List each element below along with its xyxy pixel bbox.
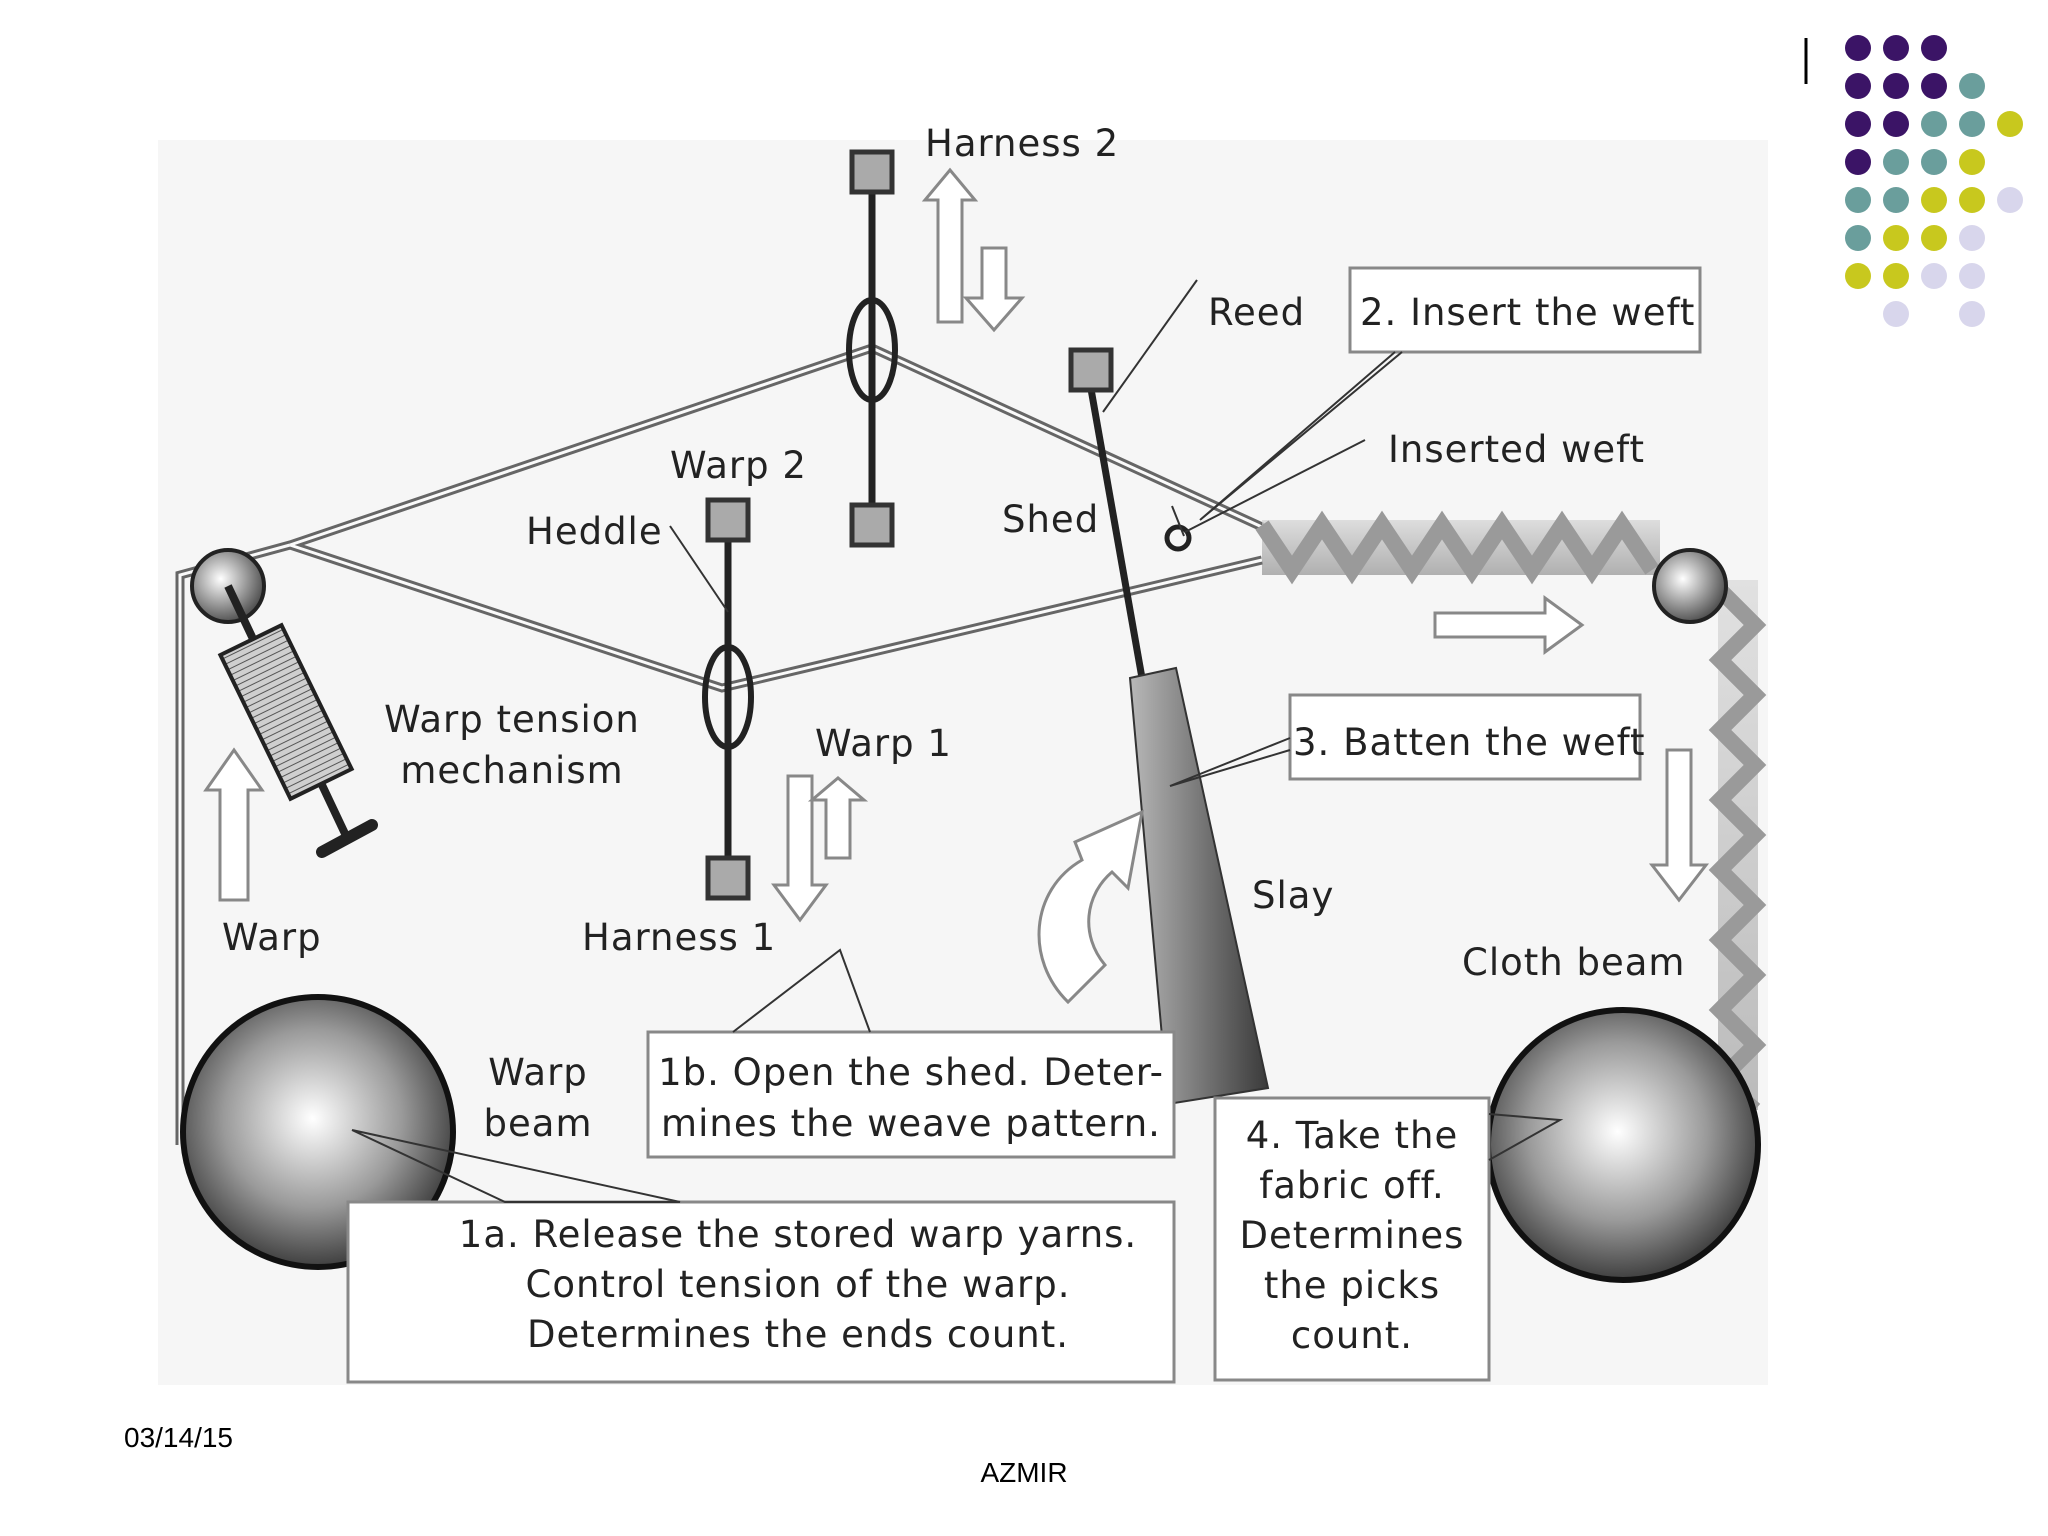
decorative-dot bbox=[1845, 73, 1871, 99]
label-warp-1: Warp 1 bbox=[815, 722, 952, 765]
decorative-dot bbox=[1845, 263, 1871, 289]
decorative-dot bbox=[1845, 35, 1871, 61]
decorative-dot bbox=[1921, 263, 1947, 289]
label-take-off-3: Determines bbox=[1240, 1214, 1465, 1257]
arrow-up-icon bbox=[203, 747, 265, 902]
label-harness-1: Harness 1 bbox=[582, 916, 776, 959]
decorative-dot bbox=[1883, 225, 1909, 251]
decorative-dot-grid bbox=[1845, 35, 2023, 327]
decorative-dot bbox=[1845, 111, 1871, 137]
decorative-dot bbox=[1959, 187, 1985, 213]
arrow-up-icon bbox=[807, 776, 869, 860]
label-release-1: 1a. Release the stored warp yarns. bbox=[459, 1213, 1137, 1256]
harness-2 bbox=[846, 149, 898, 548]
label-warp-beam-2: beam bbox=[484, 1102, 593, 1145]
label-harness-2: Harness 2 bbox=[925, 122, 1119, 165]
rotation-arrow-icon bbox=[1037, 809, 1144, 1005]
slide-author: AZMIR bbox=[980, 1457, 1068, 1488]
label-open-shed-2: mines the weave pattern. bbox=[661, 1102, 1161, 1145]
label-take-off-4: the picks bbox=[1264, 1264, 1440, 1307]
slide-date: 03/14/15 bbox=[124, 1422, 233, 1453]
label-insert-weft: 2. Insert the weft bbox=[1360, 291, 1695, 334]
arrow-right-icon bbox=[1433, 595, 1585, 655]
decorative-dot bbox=[1883, 263, 1909, 289]
decorative-dot bbox=[1921, 73, 1947, 99]
motion-arrows bbox=[203, 167, 1710, 1005]
decorative-dot bbox=[1845, 225, 1871, 251]
label-take-off-5: count. bbox=[1291, 1314, 1413, 1357]
label-inserted-weft: Inserted weft bbox=[1388, 428, 1645, 471]
decorative-dot bbox=[1997, 187, 2023, 213]
label-reed: Reed bbox=[1208, 291, 1305, 334]
decorative-dot bbox=[1883, 35, 1909, 61]
decorative-dot bbox=[1921, 149, 1947, 175]
label-release-2: Control tension of the warp. bbox=[526, 1263, 1071, 1306]
label-cloth-beam: Cloth beam bbox=[1462, 941, 1685, 984]
label-batten-weft: 3. Batten the weft bbox=[1293, 721, 1646, 764]
decorative-dot bbox=[1959, 73, 1985, 99]
decorative-dot bbox=[1997, 111, 2023, 137]
decorative-dot bbox=[1921, 187, 1947, 213]
arrow-down-icon bbox=[1648, 748, 1710, 903]
decorative-dot bbox=[1883, 301, 1909, 327]
decorative-dot bbox=[1845, 187, 1871, 213]
label-open-shed-1: 1b. Open the shed. Deter- bbox=[658, 1051, 1164, 1094]
decorative-dot bbox=[1959, 263, 1985, 289]
arrow-down-icon bbox=[962, 246, 1026, 333]
decorative-dot bbox=[1921, 35, 1947, 61]
label-slay: Slay bbox=[1252, 874, 1334, 917]
label-release-3: Determines the ends count. bbox=[527, 1313, 1069, 1356]
harness-1 bbox=[702, 497, 754, 901]
decorative-dot bbox=[1959, 111, 1985, 137]
label-take-off-1: 4. Take the bbox=[1246, 1114, 1459, 1157]
label-heddle: Heddle bbox=[526, 510, 663, 553]
decorative-dot bbox=[1959, 301, 1985, 327]
decorative-dot bbox=[1959, 225, 1985, 251]
cloth-beam bbox=[1485, 1007, 1761, 1283]
label-warp-tension-mechanism: mechanism bbox=[400, 749, 623, 792]
warp-tension-spring bbox=[217, 584, 378, 858]
leader-lines bbox=[351, 279, 1564, 1203]
label-warp: Warp bbox=[222, 916, 322, 959]
decorative-dot bbox=[1921, 111, 1947, 137]
woven-fabric bbox=[1255, 510, 1767, 1117]
label-warp-tension: Warp tension bbox=[384, 698, 640, 741]
decorative-dot bbox=[1883, 149, 1909, 175]
decorative-dot bbox=[1845, 149, 1871, 175]
decorative-dot bbox=[1883, 187, 1909, 213]
arrow-up-icon bbox=[921, 167, 979, 324]
decorative-dot bbox=[1883, 73, 1909, 99]
label-take-off-2: fabric off. bbox=[1259, 1164, 1445, 1207]
cloth-roller bbox=[1652, 548, 1728, 624]
label-warp-beam-1: Warp bbox=[488, 1051, 588, 1094]
callout-boxes bbox=[346, 266, 1702, 1384]
label-warp-2: Warp 2 bbox=[670, 444, 807, 487]
decorative-dot bbox=[1921, 225, 1947, 251]
reed-slay bbox=[1068, 347, 1270, 1106]
label-shed: Shed bbox=[1002, 498, 1099, 541]
decorative-dot bbox=[1883, 111, 1909, 137]
warp-beam bbox=[180, 994, 456, 1270]
arrow-down-icon bbox=[771, 774, 829, 923]
decorative-dot bbox=[1959, 149, 1985, 175]
